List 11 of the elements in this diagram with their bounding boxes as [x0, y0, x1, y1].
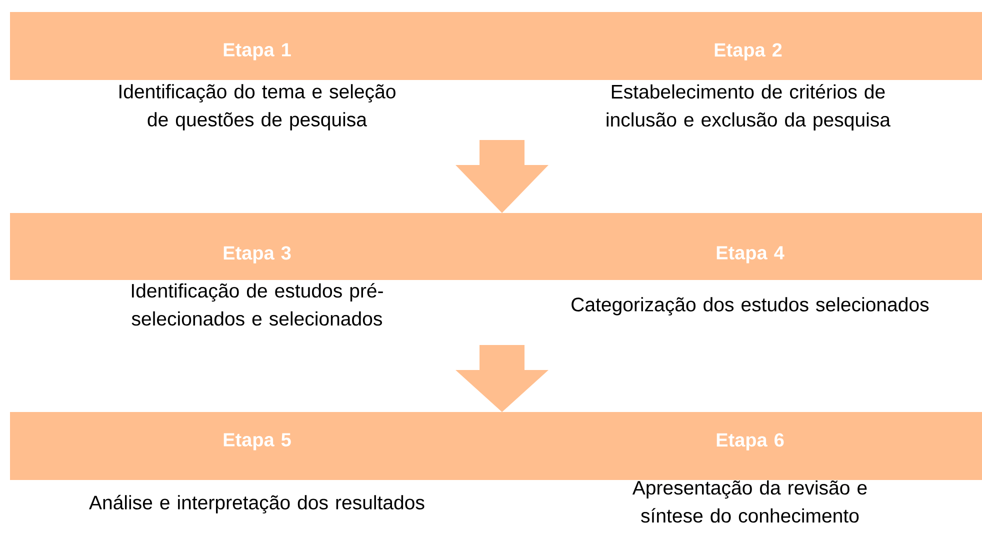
stage-text: Etapa 1 Identificação do tema e seleção de questões de pesquisa — [120, 43, 396, 130]
stage-text: Etapa 4 Categorização dos estudos selecionados — [572, 246, 929, 316]
stage-text: Etapa 5 Análise e interpretação dos resultados — [89, 433, 424, 514]
band — [10, 213, 982, 280]
stage-text: Etapa 2 Estabelecimento de critérios de inclusão e exclusão da pesquisa — [606, 43, 890, 131]
band — [10, 412, 982, 480]
block-arrow — [456, 345, 548, 412]
band — [10, 12, 982, 80]
stage-text: Etapa 3 Identificação de estudos pré-selecionados e selecionados — [132, 246, 383, 326]
block-arrow — [456, 140, 548, 213]
stage-text: Etapa 6 Apresentação da revisão e síntese do conhecimento — [632, 433, 867, 523]
